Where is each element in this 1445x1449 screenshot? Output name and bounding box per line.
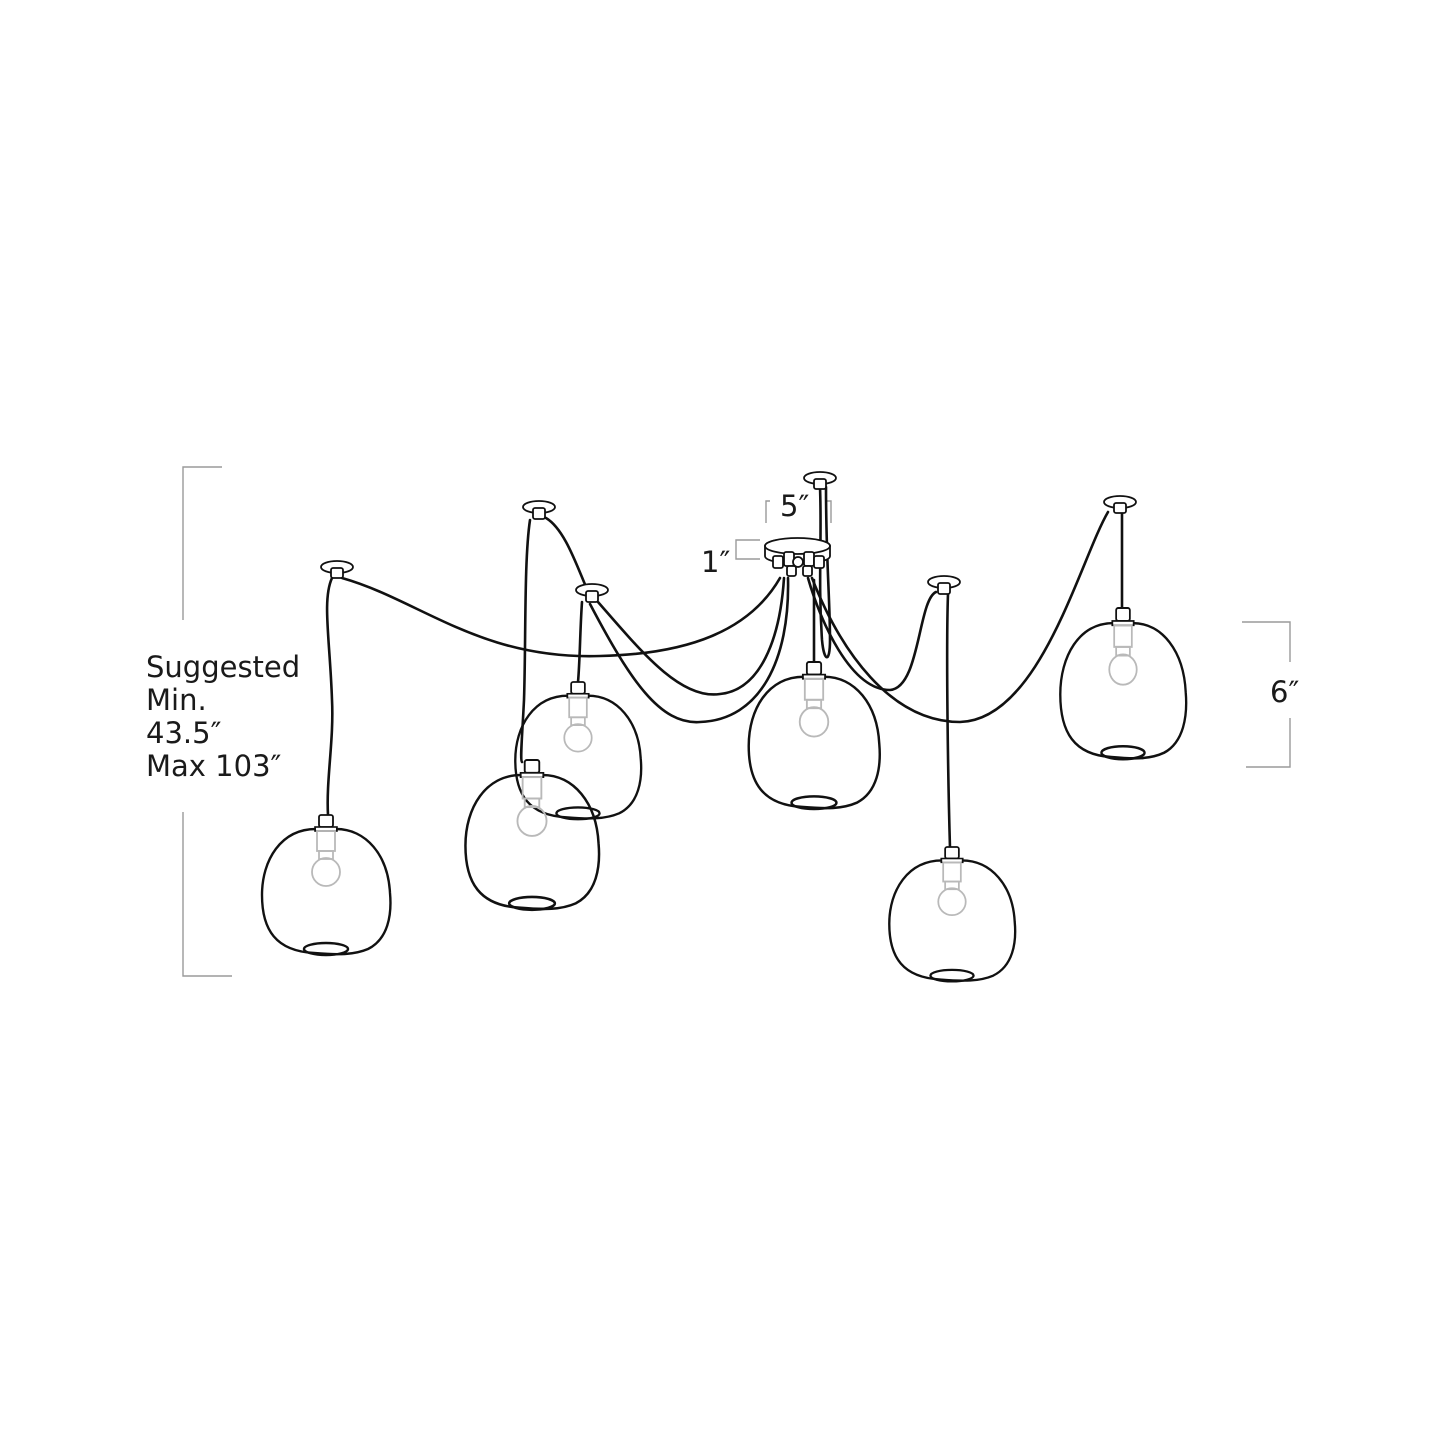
- shade-height-dimension-line: [1242, 621, 1291, 768]
- shade-height-label: 6″: [1270, 675, 1300, 709]
- overall-height-dimension-line: [182, 466, 232, 977]
- overall-height-line-4: Max 103″: [146, 749, 282, 783]
- canopy-width-label: 5″: [780, 489, 810, 523]
- canopy-width-dimension-line: [765, 500, 832, 523]
- ceiling-hooks: [320, 471, 1137, 603]
- ceiling-hook: [803, 471, 837, 490]
- pendant-6: [1058, 606, 1188, 761]
- pendant-5: [888, 845, 1017, 983]
- pendant-1: [260, 813, 392, 957]
- ceiling-hook: [522, 500, 556, 520]
- cords: [325, 485, 1124, 850]
- overall-height-line-2: Min.: [146, 683, 207, 717]
- canopy-height-dimension-line: [735, 539, 760, 560]
- ceiling-hook: [320, 560, 354, 579]
- pendant-4: [747, 660, 882, 811]
- canopy-height-label: 1″: [701, 545, 731, 579]
- ceiling-hook: [575, 583, 609, 603]
- pendant-2: [464, 758, 601, 912]
- overall-height-line-3: 43.5″: [146, 716, 222, 750]
- overall-height-label: Suggested Min. 43.5″ Max 103″: [146, 651, 300, 783]
- overall-height-line-1: Suggested: [146, 650, 301, 684]
- canopy: [764, 537, 831, 577]
- ceiling-hook: [927, 575, 961, 595]
- ceiling-hook: [1103, 495, 1137, 514]
